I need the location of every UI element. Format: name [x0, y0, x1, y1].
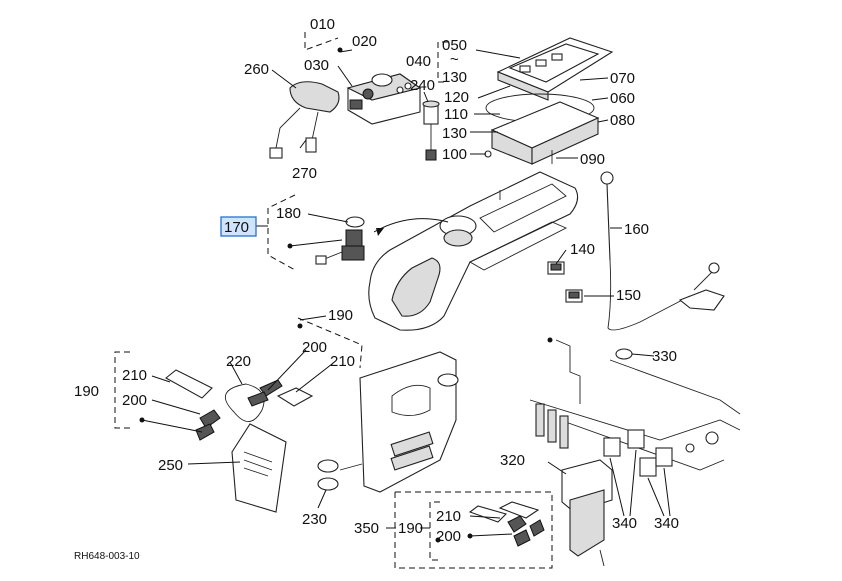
part-label-090[interactable]: 090	[580, 151, 605, 168]
part-label-260[interactable]: 260	[244, 61, 269, 78]
selected-part-highlight	[220, 216, 257, 237]
part-label-230[interactable]: 230	[302, 511, 327, 528]
part-label-180[interactable]: 180	[276, 205, 301, 222]
part-label-270[interactable]: 270	[292, 165, 317, 182]
bracket-190-inner	[429, 501, 440, 561]
drawing-code: RH648-003-10	[74, 551, 140, 562]
bracket-190-top	[297, 317, 363, 369]
part-label-130-range[interactable]: 130	[442, 69, 467, 86]
part-label-250[interactable]: 250	[158, 457, 183, 474]
connector-part	[422, 100, 440, 161]
part-label-210-inner[interactable]: 210	[436, 508, 461, 525]
cover-part	[269, 81, 340, 159]
part-label-210-top[interactable]: 210	[330, 353, 355, 370]
part-label-070[interactable]: 070	[610, 70, 635, 87]
part-label-340-right[interactable]: 340	[654, 515, 679, 532]
bracket-350	[394, 491, 553, 569]
range-tilde: ~	[450, 51, 459, 68]
bracket-170	[267, 194, 296, 271]
key-switch-assembly	[315, 216, 449, 265]
part-label-340-left[interactable]: 340	[612, 515, 637, 532]
part-label-010[interactable]: 010	[310, 16, 335, 33]
part-label-320[interactable]: 320	[500, 452, 525, 469]
part-label-050[interactable]: 050	[442, 37, 467, 54]
part-label-190-inner[interactable]: 190	[398, 520, 423, 537]
part-label-140[interactable]: 140	[570, 241, 595, 258]
console-body	[368, 171, 579, 331]
part-label-200-inner[interactable]: 200	[436, 528, 461, 545]
part-label-220[interactable]: 220	[226, 353, 251, 370]
keys-350	[468, 501, 545, 547]
small-switches	[547, 261, 583, 303]
bracket-socket	[317, 351, 459, 493]
part-label-040[interactable]: 040	[406, 53, 431, 70]
part-label-170[interactable]: 170	[224, 219, 249, 236]
part-labels: 010 020 030 260 270 240 040 050 ~ 130 12…	[74, 16, 679, 562]
part-label-060[interactable]: 060	[610, 90, 635, 107]
keys-and-manual	[165, 369, 314, 513]
part-label-080[interactable]: 080	[610, 112, 635, 129]
switch-module	[346, 73, 422, 125]
part-label-160[interactable]: 160	[624, 221, 649, 238]
lever-cable	[600, 171, 725, 331]
leader-lines	[141, 49, 671, 537]
part-label-190-left[interactable]: 190	[74, 383, 99, 400]
part-label-020[interactable]: 020	[352, 33, 377, 50]
part-label-350[interactable]: 350	[354, 520, 379, 537]
part-label-110[interactable]: 110	[444, 106, 468, 123]
part-label-190-top[interactable]: 190	[328, 307, 353, 324]
group-brackets	[114, 32, 553, 569]
part-label-130[interactable]: 130	[442, 125, 467, 142]
bracket-010	[304, 32, 339, 51]
part-label-200-left[interactable]: 200	[122, 392, 147, 409]
part-label-330[interactable]: 330	[652, 348, 677, 365]
part-label-030[interactable]: 030	[304, 57, 329, 74]
bracket-190-left	[114, 351, 130, 429]
meter-panel	[484, 37, 614, 165]
part-label-150[interactable]: 150	[616, 287, 641, 304]
bracket-040-130	[437, 41, 448, 83]
part-label-100[interactable]: 100	[442, 146, 467, 163]
part-label-200-top[interactable]: 200	[302, 339, 327, 356]
frame-assembly	[529, 339, 741, 567]
leader-dots	[139, 47, 553, 543]
part-label-210-left[interactable]: 210	[122, 367, 147, 384]
part-label-240[interactable]: 240	[410, 77, 435, 94]
part-label-120[interactable]: 120	[444, 89, 469, 106]
